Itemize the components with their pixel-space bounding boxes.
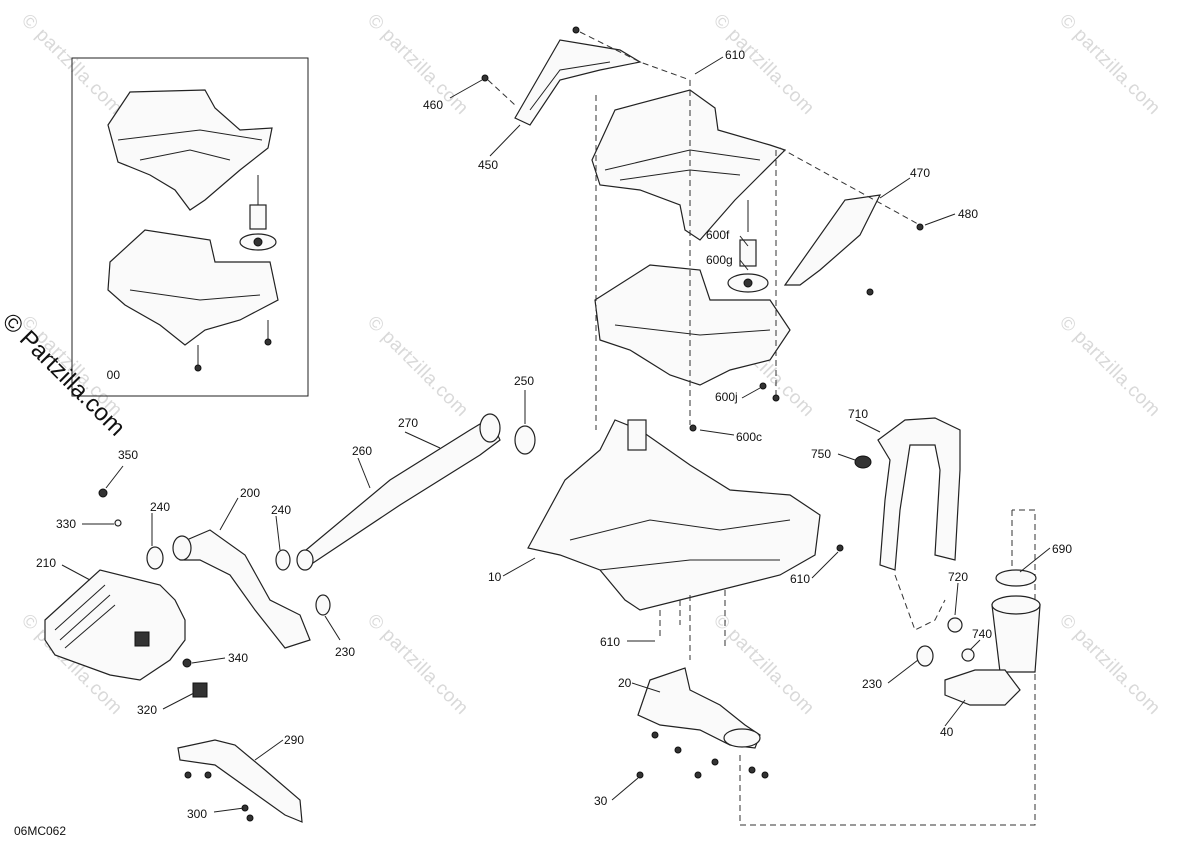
- callout-200: 200: [240, 486, 261, 500]
- part-200-hose: [172, 529, 311, 649]
- callout-710: 710: [848, 407, 869, 421]
- inset-frame: [71, 57, 309, 397]
- callout-610: 610: [725, 48, 746, 62]
- screw-610: [836, 544, 844, 552]
- callout-610-b: 610: [790, 572, 811, 586]
- callout-210: 210: [36, 556, 57, 570]
- callout-340: 340: [228, 651, 249, 665]
- lower-airbox: [594, 264, 791, 386]
- callout-250: 250: [514, 374, 535, 388]
- callout-300: 300: [187, 807, 208, 821]
- callout-10: 10: [488, 570, 502, 584]
- fastener-600c: [689, 424, 697, 432]
- part-450-side-cover: [514, 39, 642, 126]
- callout-230-a: 230: [335, 645, 356, 659]
- leader-lines: [61, 56, 1051, 813]
- callout-480: 480: [958, 207, 979, 221]
- inset-upper-airbox: [107, 89, 273, 211]
- callout-240-a: 240: [150, 500, 171, 514]
- screw-470-lower: [866, 288, 874, 296]
- callout-600g: 600g: [706, 253, 733, 267]
- inset-lower-airbox: [107, 229, 279, 372]
- callout-600j: 600j: [715, 390, 738, 404]
- screw-480: [916, 223, 924, 231]
- part-710-hose: [877, 417, 961, 571]
- bushing-340: [182, 658, 192, 668]
- assembly-line: [659, 590, 726, 660]
- fastener-600j: [759, 382, 767, 390]
- assembly-line: [894, 574, 946, 631]
- callout-720: 720: [948, 570, 969, 584]
- part-470-side-cover: [783, 194, 882, 286]
- part-750: [854, 455, 872, 469]
- assembly-line: [779, 147, 919, 225]
- screw-top: [572, 26, 580, 34]
- part-720: [947, 617, 963, 633]
- assembly-line: [579, 31, 691, 81]
- part-40-elbow: [944, 669, 1021, 706]
- fastener-600c-b: [772, 394, 780, 402]
- callout-740: 740: [972, 627, 993, 641]
- callout-30: 30: [594, 794, 608, 808]
- clamp-240b: [275, 549, 291, 571]
- part-10-main-housing: [527, 419, 821, 611]
- callout-40: 40: [940, 725, 954, 739]
- callout-330: 330: [56, 517, 77, 531]
- spring-assembly: [727, 200, 769, 293]
- callout-350: 350: [118, 448, 139, 462]
- callout-270: 270: [398, 416, 419, 430]
- upper-airbox: [591, 89, 787, 241]
- bracket-320: [192, 682, 208, 698]
- callout-470: 470: [910, 166, 931, 180]
- screw-300: [204, 771, 212, 779]
- part-290-bracket: [177, 739, 303, 823]
- screw-460: [481, 74, 489, 82]
- clamp-250: [514, 425, 536, 455]
- callout-320: 320: [137, 703, 158, 717]
- part-740: [961, 648, 975, 662]
- callout-100: 100: [100, 368, 121, 382]
- inset-spring-assembly: [239, 175, 277, 251]
- part-20-duct: [637, 667, 761, 749]
- callout-690: 690: [1052, 542, 1073, 556]
- screw-300: [184, 771, 192, 779]
- part-690-filter: [991, 569, 1041, 673]
- nut-350: [98, 488, 108, 498]
- screw-300: [246, 814, 254, 822]
- screws-30: [636, 731, 769, 779]
- washer-330: [114, 519, 122, 527]
- callout-20: 20: [618, 676, 632, 690]
- part-260-intake-tube: [296, 413, 501, 571]
- callout-610-c: 610: [600, 635, 621, 649]
- callout-290: 290: [284, 733, 305, 747]
- assembly-line: [739, 509, 1036, 826]
- callout-600c: 600c: [736, 430, 763, 444]
- part-210-intercooler: [44, 569, 186, 681]
- clamp-230b: [916, 645, 934, 667]
- callout-450: 450: [478, 158, 499, 172]
- clamp-240a: [146, 546, 164, 570]
- callout-600f: 600f: [706, 228, 730, 242]
- callout-260: 260: [352, 444, 373, 458]
- callout-240-b: 240: [271, 503, 292, 517]
- callout-230-b: 230: [862, 677, 883, 691]
- assembly-line: [487, 79, 516, 106]
- clamp-230: [315, 594, 331, 616]
- callout-460: 460: [423, 98, 444, 112]
- callout-750: 750: [811, 447, 832, 461]
- diagram-code: 06MC062: [14, 824, 67, 838]
